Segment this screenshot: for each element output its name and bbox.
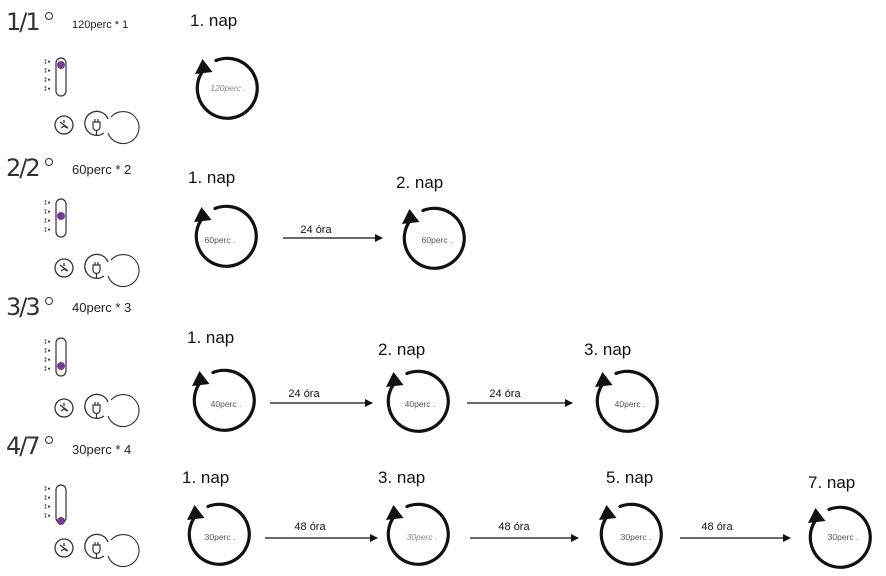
cycle-arrow-icon	[400, 206, 466, 270]
circle-label: 30perc .	[827, 532, 859, 542]
circle-label: 120perc .	[210, 83, 246, 93]
status-dot-icon	[44, 436, 53, 444]
day-label: 1. nap	[187, 328, 235, 347]
fan-speed-slider	[43, 484, 67, 524]
fan-speed-slider	[43, 337, 67, 377]
circle-label: 40perc .	[404, 399, 436, 409]
power-plug-icons	[54, 393, 140, 428]
status-dot-icon	[44, 297, 53, 305]
circle-label: 30perc .	[204, 532, 236, 542]
slider-knob-icon	[57, 362, 65, 370]
circle-label: 30perc .	[406, 532, 438, 542]
row-label: 40perc * 3	[72, 300, 132, 315]
day-label: 1. nap	[190, 11, 238, 30]
cycle-arrow-icon	[384, 502, 450, 566]
status-dot-icon	[44, 158, 53, 166]
status-dot-icon	[44, 12, 53, 20]
day-label: 3. nap	[378, 468, 426, 487]
cycle-arrow-icon	[192, 204, 258, 268]
day-label: 3. nap	[584, 340, 632, 359]
cycle-arrow-icon	[190, 368, 256, 432]
interval-label: 24 óra	[288, 388, 320, 400]
cycle-arrow-icon	[384, 369, 450, 433]
interval-label: 24 óra	[489, 388, 521, 400]
cycle-arrow-icon	[185, 502, 251, 566]
fraction-badge: 3/3	[6, 293, 53, 321]
fraction-badge: 2/2	[6, 154, 53, 182]
row-label: 60perc * 2	[72, 162, 132, 177]
interval-label: 24 óra	[300, 224, 332, 236]
day-label: 1. nap	[188, 168, 236, 187]
day-label: 5. nap	[606, 468, 654, 487]
fraction-badge: 4/7	[6, 432, 53, 460]
circle-label: 40perc .	[210, 399, 242, 409]
row-label: 120perc * 1	[72, 19, 129, 31]
circle-label: 60perc .	[421, 235, 453, 245]
day-label: 1. nap	[182, 468, 230, 487]
circle-label: 60perc .	[204, 235, 236, 245]
cycle-arrow-icon	[597, 502, 663, 566]
slider-knob-icon	[57, 517, 65, 525]
circle-label: 30perc .	[620, 532, 652, 542]
slider-knob-icon	[57, 212, 65, 220]
power-plug-icons	[54, 253, 140, 288]
interval-label: 48 óra	[498, 521, 530, 533]
power-plug-icons	[54, 533, 140, 568]
slider-knob-icon	[57, 61, 65, 69]
day-label: 7. nap	[808, 473, 856, 492]
row-label: 30perc * 4	[72, 442, 132, 457]
day-label: 2. nap	[396, 173, 444, 192]
circle-label: 40perc .	[614, 399, 646, 409]
power-plug-icons	[54, 110, 140, 145]
interval-label: 48 óra	[701, 521, 733, 533]
cycle-arrow-icon	[593, 369, 659, 433]
fraction-badge: 1/1	[6, 8, 53, 36]
interval-label: 48 óra	[294, 521, 326, 533]
day-label: 2. nap	[378, 340, 426, 359]
cycle-arrow-icon	[806, 505, 872, 569]
cycle-arrow-icon	[193, 56, 259, 120]
